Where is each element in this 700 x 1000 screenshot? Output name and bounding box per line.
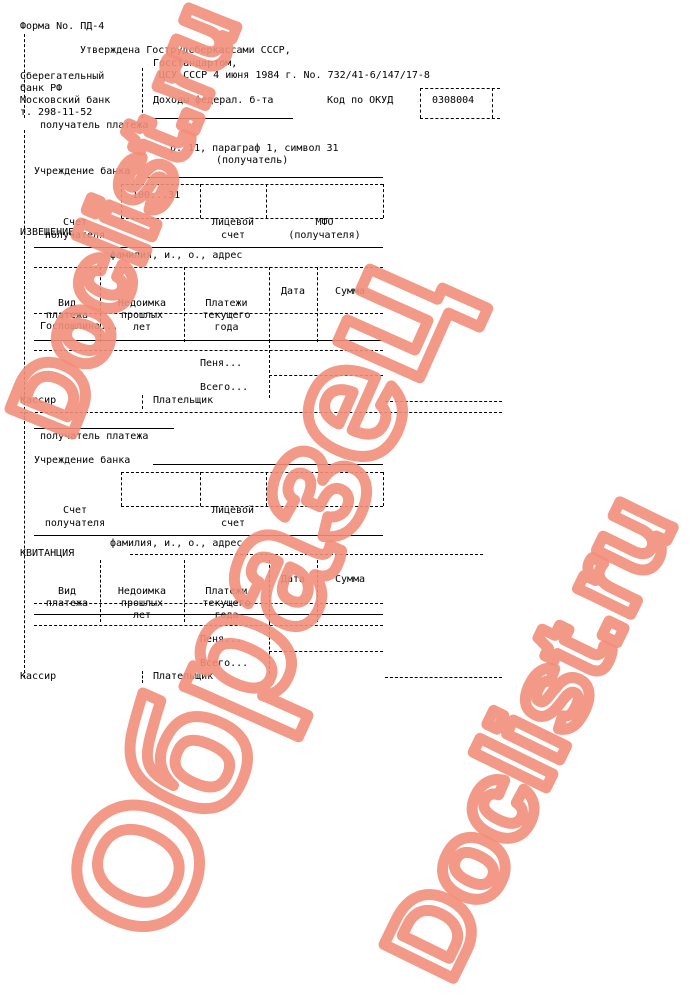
receipt-bank-institution-line — [153, 464, 383, 465]
payment-table-column — [269, 267, 270, 342]
okud-box-bottom — [420, 118, 500, 119]
col-amount: Сумма — [334, 286, 366, 297]
recipient-note: (получатель) — [216, 155, 289, 166]
okud-label: Код по ОКУД — [327, 95, 394, 106]
receipt-account-box-line — [266, 472, 267, 506]
receipt-title: КВИТАНЦИЯ — [20, 548, 75, 559]
penalty-line — [269, 375, 383, 376]
receipt-table-column — [269, 560, 270, 622]
receipt-table-row-line — [34, 614, 383, 615]
bank-line-3: Московский банк — [20, 95, 111, 106]
account-box-top — [121, 184, 383, 185]
mfo-label: МФО(получателя) — [288, 217, 361, 241]
receipt-table-row-line — [34, 603, 383, 604]
header-divider — [142, 68, 143, 118]
bank-line-2: банк РФ — [20, 83, 63, 94]
signature-divider — [142, 395, 143, 409]
receipt-account-box-top — [121, 472, 383, 473]
total-label: Всего... — [200, 382, 249, 393]
okud-box-right — [492, 88, 493, 118]
receipt-total-label: Всего... — [200, 658, 249, 669]
account-box-bottom — [121, 218, 383, 219]
payment-table-top — [34, 267, 383, 268]
receipt-payer-name-line — [34, 535, 383, 536]
account-value: 100...31 — [132, 190, 181, 201]
fio-caption: фамилия, и., о., адрес — [110, 250, 243, 261]
account-box-line — [121, 184, 122, 218]
receipt-table-column — [317, 560, 318, 622]
receipt-totals-divider — [269, 622, 270, 674]
payment-table-column — [184, 267, 185, 342]
income-budget: Доходы федерал. б-та — [153, 95, 274, 106]
margin-cut-line — [24, 34, 25, 118]
okud-code: 0308004 — [432, 95, 475, 106]
signature-line — [385, 401, 502, 402]
receipt-table-top — [130, 554, 483, 555]
payer-signature-label: Плательщик — [153, 395, 214, 406]
receipt-account-box-line — [200, 472, 201, 506]
okud-box-top — [420, 88, 500, 89]
bank-phone: т. 298-11-52 — [20, 107, 93, 118]
budget-classification: р. 11, параграф 1, символ 31 — [170, 143, 339, 154]
receipt-fio-caption: фамилия, и., о., адрес — [110, 538, 243, 549]
account-box-line — [383, 184, 384, 218]
receipt-table-column — [184, 560, 185, 622]
receipt-signature-divider — [142, 671, 143, 683]
receipt-account-box-line — [383, 472, 384, 506]
receipt-left-border — [24, 416, 25, 678]
receipt-signature-line — [385, 677, 502, 678]
receipt-penalty-label: Пеня... — [200, 634, 243, 645]
receipt-col-date: Дата — [280, 574, 306, 585]
receipt-col-amount: Сумма — [334, 574, 366, 585]
receipt-penalty-line — [269, 651, 383, 652]
recipient-caption: получатель платежа — [40, 120, 149, 131]
notice-left-border — [24, 130, 25, 420]
penalty-label: Пеня... — [200, 358, 243, 369]
approval-line-3: ЦСУ СССР 4 июня 1984 г. No. 732/41-6/147… — [159, 70, 430, 81]
receipt-table-column — [100, 560, 101, 622]
payment-table-column — [100, 267, 101, 342]
bank-line-1: Сберегательный — [20, 71, 105, 82]
cashier-label: Кассир — [20, 395, 57, 406]
okud-box-left — [420, 88, 421, 118]
notice-title: ИЗВЕЩЕНИЕ — [20, 227, 75, 238]
payment-table-row-line — [34, 350, 383, 351]
account-box-line — [200, 184, 201, 218]
state-duty-row: Госпошлина... — [40, 321, 119, 332]
col-date: Дата — [280, 286, 306, 297]
receipt-account-box-line — [121, 472, 122, 506]
bank-institution-label: Учреждение банка — [34, 166, 131, 177]
approval-line-1: Утверждена Гострудсберкассами СССР, — [80, 45, 291, 56]
bank-institution-line — [147, 177, 383, 178]
account-box-line — [266, 184, 267, 218]
receipt-cashier-label: Кассир — [20, 671, 57, 682]
totals-divider — [269, 340, 270, 398]
payer-name-line — [34, 247, 383, 248]
receipt-account-box-bottom — [121, 506, 383, 507]
receipt-bank-institution-label: Учреждение банка — [34, 455, 131, 466]
recipient-line — [153, 118, 293, 119]
approval-line-2: Госстандартом, — [153, 58, 238, 69]
payment-table-row-line — [34, 340, 383, 341]
receipt-payer-signature-label: Плательщик — [153, 671, 214, 682]
cut-line — [20, 412, 502, 413]
receipt-table-row-line — [34, 625, 383, 626]
receipt-recipient-line — [34, 428, 174, 429]
form-number: Форма No. ПД-4 — [20, 21, 105, 32]
receipt-recipient-caption: получатель платежа — [40, 431, 149, 442]
payment-table-row-line — [34, 313, 383, 314]
payment-table-column — [317, 267, 318, 342]
